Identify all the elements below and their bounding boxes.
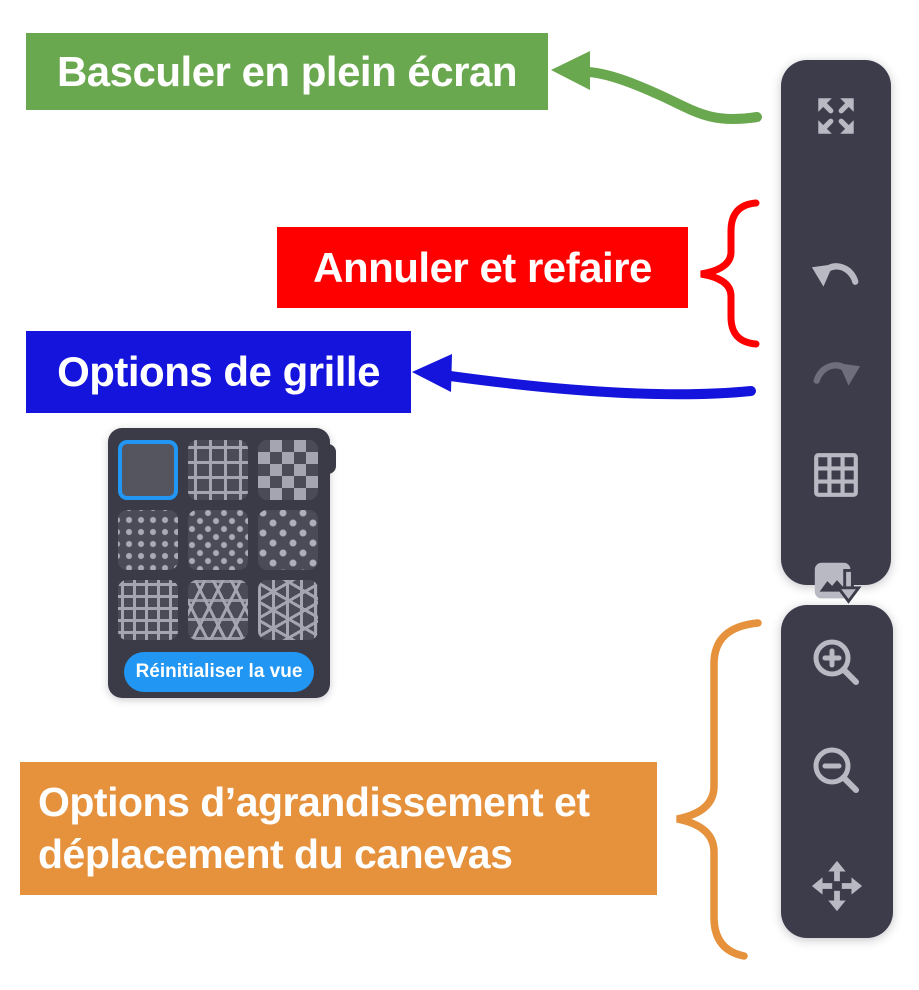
fullscreen-toggle-button[interactable] <box>811 91 861 141</box>
grid-tile-large-grid[interactable] <box>188 440 248 500</box>
grid-tile-dots-offset[interactable] <box>188 510 248 570</box>
zoom-in-button[interactable] <box>809 635 865 691</box>
orange-brace <box>676 619 762 960</box>
grid-tile-fine-grid[interactable] <box>118 580 178 640</box>
grid-annotation-label: Options de grille <box>26 331 411 413</box>
redo-arrow-icon <box>813 362 861 386</box>
grid-tile-dots-sparse[interactable] <box>258 510 318 570</box>
grid-icon <box>814 453 858 497</box>
undo-arrow-icon <box>811 263 859 287</box>
zoom-out-button[interactable] <box>809 743 865 799</box>
reset-view-button-label: Réinitialiser la vue <box>135 661 303 682</box>
panel-notch <box>324 444 336 474</box>
grid-tile-dots-square[interactable] <box>118 510 178 570</box>
magnifier-minus-icon <box>813 747 859 793</box>
image-download-icon <box>814 562 862 604</box>
zoom-pan-annotation-label: Options d’agrandissement et déplacement … <box>20 762 657 895</box>
grid-options-panel: Réinitialiser la vue <box>108 428 336 698</box>
grid-tile-checkerboard[interactable] <box>258 440 318 500</box>
zoom-pan-annotation-line1: Options d’agrandissement et <box>38 778 590 825</box>
export-image-button[interactable] <box>809 556 863 610</box>
undo-redo-annotation-label: Annuler et refaire <box>277 227 688 308</box>
canvas-toolbar-top <box>781 60 891 604</box>
red-brace <box>700 199 760 348</box>
fullscreen-annotation-label: Basculer en plein écran <box>26 33 548 110</box>
grid-options-button[interactable] <box>811 450 861 500</box>
green-arrowhead-icon <box>551 51 590 90</box>
grid-tile-triangle-crosshatch[interactable] <box>188 580 248 640</box>
magnifier-plus-icon <box>813 639 859 685</box>
grid-tile-isometric-grid[interactable] <box>258 580 318 640</box>
green-arrow <box>551 51 762 125</box>
canvas-toolbar-bottom <box>781 605 893 938</box>
grid-annotation-text: Options de grille <box>57 348 380 395</box>
zoom-pan-annotation-line2: déplacement du canevas <box>38 830 513 877</box>
move-arrows-icon <box>811 860 863 912</box>
undo-button[interactable] <box>809 256 863 294</box>
redo-button[interactable] <box>809 355 863 393</box>
undo-redo-annotation-text: Annuler et refaire <box>313 243 652 291</box>
reset-view-button[interactable]: Réinitialiser la vue <box>124 652 314 692</box>
expand-arrows-icon <box>818 98 854 134</box>
grid-tile-no-grid[interactable] <box>118 440 178 500</box>
blue-arrowhead-icon <box>412 354 452 392</box>
fullscreen-annotation-text: Basculer en plein écran <box>56 47 518 95</box>
blue-arrow <box>412 354 756 400</box>
pan-canvas-button[interactable] <box>810 859 864 913</box>
